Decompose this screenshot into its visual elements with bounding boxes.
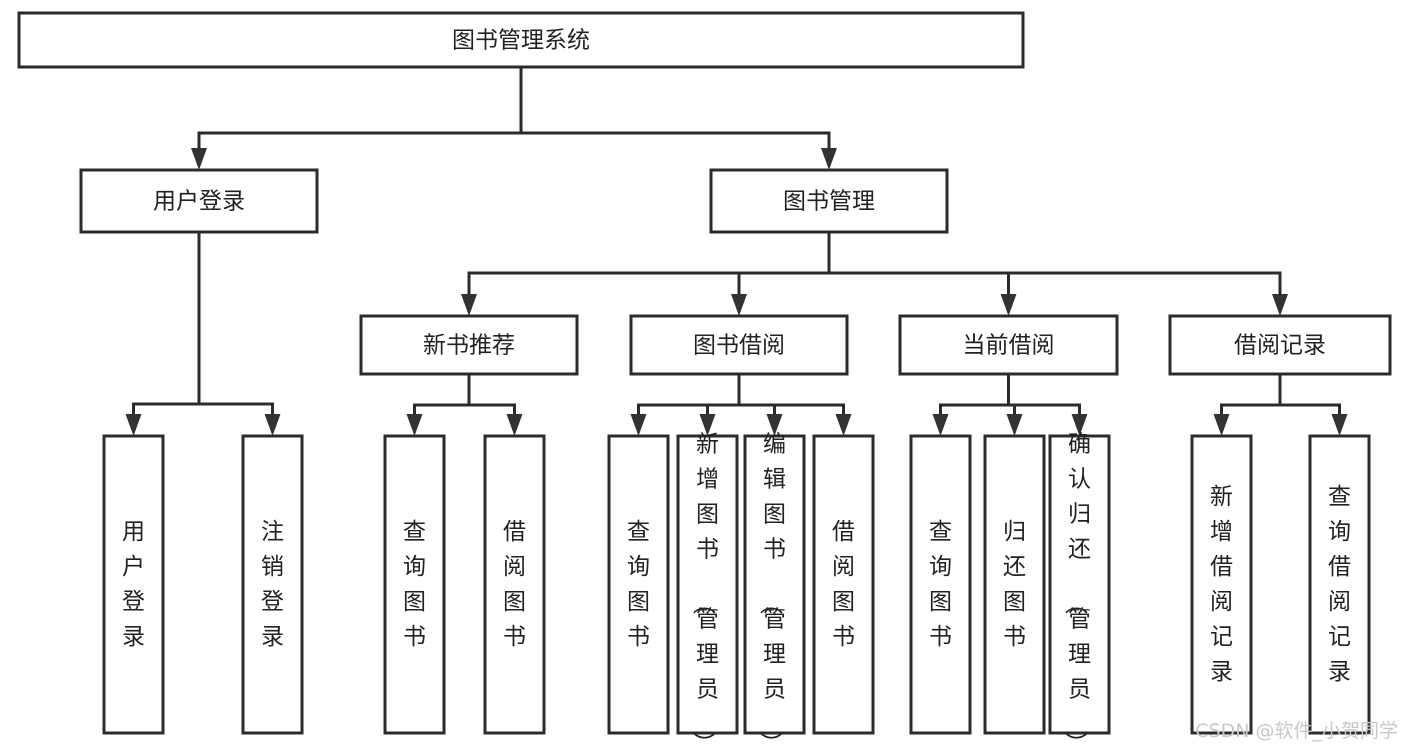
node-box[interactable] xyxy=(1048,434,1111,735)
node-box[interactable] xyxy=(17,11,1025,69)
connector-new-book-rec-to-leaf-borrow-book-1 xyxy=(467,374,523,436)
node-book-borrow[interactable]: 图书借阅 xyxy=(629,314,849,376)
arrow-head-icon xyxy=(1071,414,1088,436)
arrow-head-icon xyxy=(731,294,747,316)
arrow-head-icon xyxy=(699,414,716,436)
arrow-head-icon xyxy=(1272,294,1288,316)
node-book-manage[interactable]: 图书管理 xyxy=(709,168,949,234)
node-label: 借阅记录 xyxy=(1234,333,1326,359)
node-label: 新增图书（管理员） xyxy=(690,432,719,747)
node-label: 新书推荐 xyxy=(423,333,515,359)
node-leaf-query-book-1[interactable]: 查询图书 xyxy=(383,434,446,735)
node-box[interactable] xyxy=(1168,314,1392,376)
node-label: 编辑图书（管理员） xyxy=(757,432,786,747)
node-box[interactable] xyxy=(383,434,446,735)
node-box[interactable] xyxy=(607,434,670,735)
arrow-head-icon xyxy=(125,414,142,436)
arrow-head-icon xyxy=(1213,414,1230,436)
arrow-head-icon xyxy=(630,414,647,436)
node-leaf-confirm-return[interactable]: 确认归还（管理员） xyxy=(1048,432,1111,747)
node-leaf-user-login[interactable]: 用户登录 xyxy=(102,434,165,735)
arrow-head-icon xyxy=(766,414,783,436)
connector-current-borrow-to-leaf-query-book-3 xyxy=(932,374,1010,436)
connector-user-login-to-leaf-user-login xyxy=(125,232,201,436)
node-box[interactable] xyxy=(676,434,739,735)
connector-book-manage-to-book-borrow xyxy=(731,232,831,316)
node-box[interactable] xyxy=(102,434,165,735)
arrow-head-icon xyxy=(1006,414,1023,436)
node-box[interactable] xyxy=(1190,434,1253,735)
connector-borrow-record-to-leaf-add-record xyxy=(1213,374,1282,436)
arrow-head-icon xyxy=(1000,294,1017,316)
node-leaf-logout[interactable]: 注销登录 xyxy=(241,434,304,735)
node-box[interactable] xyxy=(359,314,579,376)
arrow-head-icon xyxy=(932,414,949,436)
node-label: 图书管理系统 xyxy=(452,28,590,54)
node-box[interactable] xyxy=(1308,434,1371,735)
arrow-head-icon xyxy=(506,414,523,436)
node-layer: 图书管理系统用户登录图书管理新书推荐图书借阅当前借阅借阅记录用户登录注销登录查询… xyxy=(17,11,1392,747)
connector-layer xyxy=(125,67,1348,436)
node-box[interactable] xyxy=(629,314,849,376)
node-label: 注销登录 xyxy=(261,519,284,650)
arrow-head-icon xyxy=(1331,414,1348,436)
node-borrow-record[interactable]: 借阅记录 xyxy=(1168,314,1392,376)
node-label: 图书管理 xyxy=(783,189,875,215)
node-leaf-query-book-3[interactable]: 查询图书 xyxy=(909,434,972,735)
node-label: 确认归还（管理员） xyxy=(1062,432,1091,747)
node-box[interactable] xyxy=(812,434,875,735)
node-label: 新增借阅记录 xyxy=(1210,484,1233,685)
node-label: 用户登录 xyxy=(153,189,245,215)
arrow-head-icon xyxy=(835,414,852,436)
node-box[interactable] xyxy=(898,314,1119,376)
node-label: 当前借阅 xyxy=(963,333,1055,359)
connector-current-borrow-to-leaf-confirm-return xyxy=(1007,374,1088,436)
arrow-head-icon xyxy=(821,148,837,170)
connector-book-manage-to-borrow-record xyxy=(827,232,1288,316)
node-label: 查询借阅记录 xyxy=(1328,484,1351,685)
node-label: 借阅图书 xyxy=(832,519,855,650)
connector-new-book-rec-to-leaf-query-book-1 xyxy=(406,374,471,436)
arrow-head-icon xyxy=(461,294,477,316)
arrow-head-icon xyxy=(264,414,281,436)
node-box[interactable] xyxy=(983,434,1046,735)
node-leaf-borrow-book-1[interactable]: 借阅图书 xyxy=(483,434,546,735)
node-current-borrow[interactable]: 当前借阅 xyxy=(898,314,1119,376)
node-label: 用户登录 xyxy=(122,519,145,650)
arrow-head-icon xyxy=(406,414,423,436)
node-label: 查询图书 xyxy=(627,519,650,650)
node-box[interactable] xyxy=(79,168,319,234)
connector-user-login-to-leaf-logout xyxy=(197,232,281,436)
node-leaf-add-book[interactable]: 新增图书（管理员） xyxy=(676,432,739,747)
connector-borrow-record-to-leaf-query-record xyxy=(1278,374,1348,436)
node-box[interactable] xyxy=(241,434,304,735)
node-leaf-return-book[interactable]: 归还图书 xyxy=(983,434,1046,735)
node-box[interactable] xyxy=(709,168,949,234)
node-box[interactable] xyxy=(743,434,806,735)
csdn-watermark: CSDN @软件_小贺同学 xyxy=(1195,720,1398,742)
node-leaf-edit-book[interactable]: 编辑图书（管理员） xyxy=(743,432,806,747)
node-leaf-query-record[interactable]: 查询借阅记录 xyxy=(1308,434,1371,735)
node-label: 图书借阅 xyxy=(693,333,785,359)
node-label: 借阅图书 xyxy=(503,519,526,650)
node-user-login[interactable]: 用户登录 xyxy=(79,168,319,234)
arrow-head-icon xyxy=(191,148,207,170)
connector-root-to-book-manage xyxy=(519,67,837,170)
node-leaf-add-record[interactable]: 新增借阅记录 xyxy=(1190,434,1253,735)
node-box[interactable] xyxy=(483,434,546,735)
node-label: 归还图书 xyxy=(1003,519,1026,650)
node-label: 查询图书 xyxy=(403,519,426,650)
node-root[interactable]: 图书管理系统 xyxy=(17,11,1025,69)
node-leaf-borrow-book-2[interactable]: 借阅图书 xyxy=(812,434,875,735)
node-new-book-rec[interactable]: 新书推荐 xyxy=(359,314,579,376)
node-leaf-query-book-2[interactable]: 查询图书 xyxy=(607,434,670,735)
connector-book-borrow-to-leaf-borrow-book-2 xyxy=(737,374,852,436)
connector-root-to-user-login xyxy=(191,67,523,170)
node-label: 查询图书 xyxy=(929,519,952,650)
node-box[interactable] xyxy=(909,434,972,735)
